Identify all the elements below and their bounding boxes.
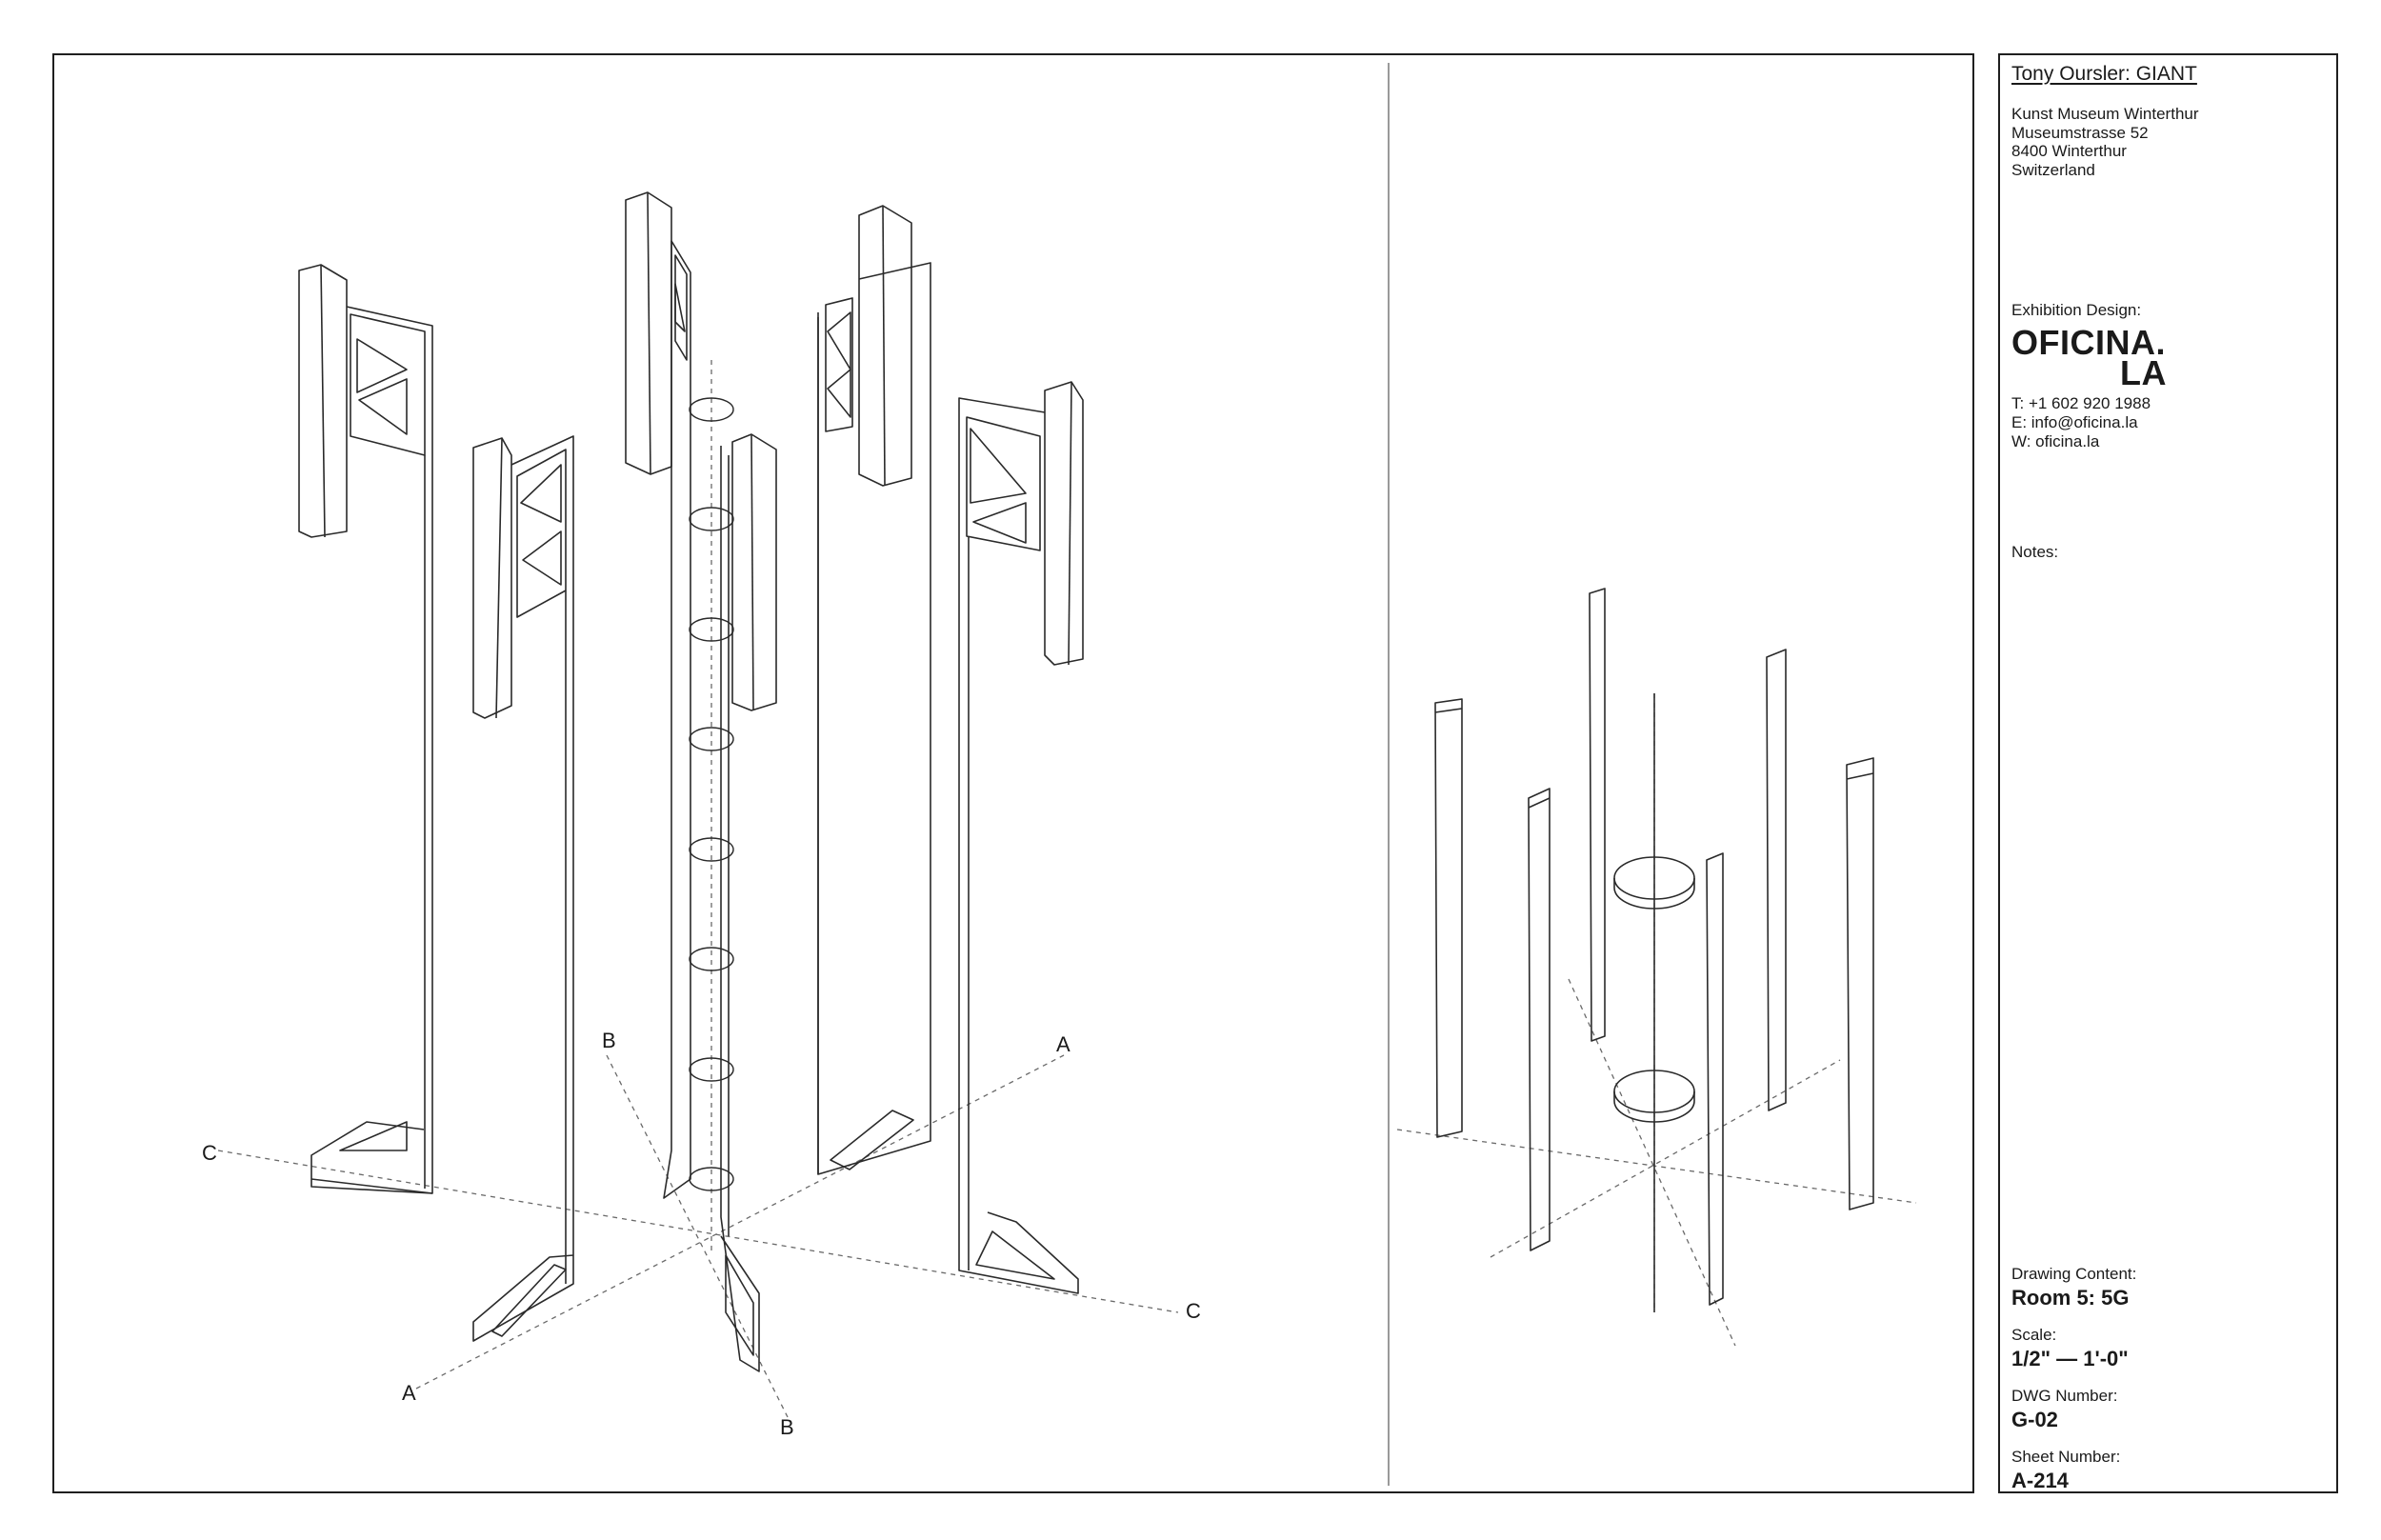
venue-address: Kunst Museum Winterthur Museumstrasse 52… (2011, 105, 2325, 179)
marker-b-bottom: B (780, 1415, 794, 1439)
logo-line-1: OFICINA. (2011, 323, 2166, 362)
email-address: E: info@oficina.la (2011, 413, 2138, 431)
address-line: Kunst Museum Winterthur (2011, 105, 2199, 123)
dwg-number-value: G-02 (2011, 1408, 2058, 1431)
sheet-number-value: A-214 (2011, 1469, 2069, 1492)
address-line: Museumstrasse 52 (2011, 123, 2149, 142)
dwg-number-label: DWG Number: (2011, 1387, 2118, 1405)
logo-line-2: LA (2120, 353, 2167, 392)
post-3 (625, 191, 691, 1199)
notes-label: Notes: (2011, 543, 2059, 561)
section-axes (217, 360, 1179, 1418)
marker-b-top: B (602, 1029, 616, 1052)
post-4 (720, 433, 777, 1372)
website: W: oficina.la (2011, 432, 2100, 450)
post-2 (472, 435, 574, 1342)
marker-c-right: C (1186, 1299, 1201, 1323)
assembly-posts (1434, 588, 1874, 1312)
title-block: Tony Oursler: GIANT Kunst Museum Wintert… (1998, 53, 2338, 1493)
marker-c-left: C (202, 1141, 217, 1165)
post-1 (298, 264, 433, 1194)
scale-value: 1/2" — 1'-0" (2011, 1347, 2129, 1370)
post-6 (958, 381, 1084, 1294)
view-divider (1388, 63, 1390, 1486)
drawing-content-label: Drawing Content: (2011, 1265, 2137, 1283)
phone-number: T: +1 602 920 1988 (2011, 394, 2151, 412)
contact-info: T: +1 602 920 1988 E: info@oficina.la W:… (2011, 394, 2325, 451)
marker-a-right: A (1056, 1032, 1070, 1056)
drawing-content-value: Room 5: 5G (2011, 1286, 2130, 1310)
address-line: Switzerland (2011, 160, 2095, 179)
project-title: Tony Oursler: GIANT (2011, 63, 2197, 85)
isometric-drawing: C C A A B B (202, 191, 1917, 1439)
assembly-axes (1396, 693, 1917, 1347)
oficina-logo: OFICINA. LA (2011, 323, 2325, 392)
scale-label: Scale: (2011, 1326, 2057, 1344)
assembly-discs (1613, 856, 1695, 1123)
post-5 (817, 205, 931, 1175)
drawing-area: C C A A B B (52, 53, 1974, 1493)
address-line: 8400 Winterthur (2011, 142, 2127, 160)
center-discs (689, 397, 734, 1191)
exhibition-design-label: Exhibition Design: (2011, 301, 2142, 319)
sheet-number-label: Sheet Number: (2011, 1448, 2121, 1466)
marker-a-left: A (402, 1381, 416, 1405)
